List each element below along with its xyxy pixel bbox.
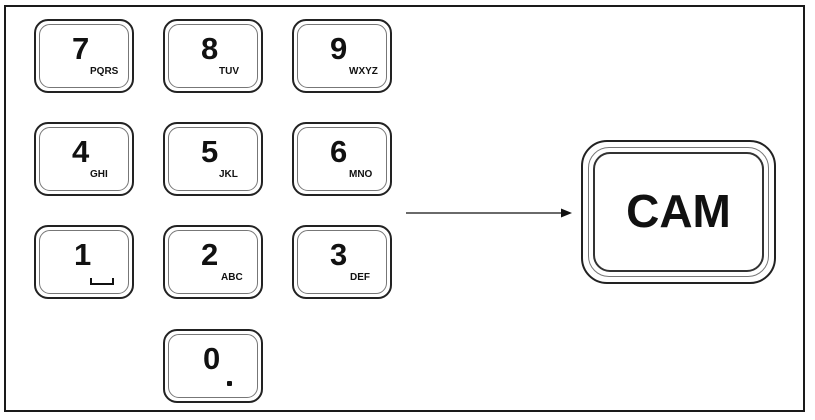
- cam-button-label: CAM: [626, 185, 731, 237]
- key-9-digit: 9: [330, 31, 348, 66]
- key-7-digit: 7: [72, 31, 90, 66]
- key-4[interactable]: 4 GHI: [34, 122, 134, 196]
- key-4-letters: GHI: [90, 169, 108, 180]
- key-7[interactable]: 7 PQRS: [34, 19, 134, 93]
- key-4-digit: 4: [72, 134, 90, 169]
- key-8[interactable]: 8 TUV: [163, 19, 263, 93]
- key-8-digit: 8: [201, 31, 219, 66]
- key-7-letters: PQRS: [90, 66, 119, 77]
- key-5-digit: 5: [201, 134, 219, 169]
- key-9[interactable]: 9 WXYZ: [292, 19, 392, 93]
- key-2-letters: ABC: [221, 272, 243, 283]
- key-5[interactable]: 5 JKL: [163, 122, 263, 196]
- key-1-digit: 1: [74, 237, 92, 272]
- key-1[interactable]: 1: [34, 225, 134, 299]
- dot-icon: [227, 381, 232, 386]
- key-2[interactable]: 2 ABC: [163, 225, 263, 299]
- key-6-digit: 6: [330, 134, 348, 169]
- key-3-letters: DEF: [350, 272, 370, 283]
- cam-button[interactable]: CAM: [581, 140, 776, 284]
- key-0[interactable]: 0: [163, 329, 263, 403]
- key-8-letters: TUV: [219, 66, 239, 77]
- key-3[interactable]: 3 DEF: [292, 225, 392, 299]
- key-5-letters: JKL: [219, 169, 238, 180]
- key-6[interactable]: 6 MNO: [292, 122, 392, 196]
- space-icon: [90, 278, 114, 285]
- diagram-frame: [4, 5, 805, 412]
- key-0-digit: 0: [203, 341, 221, 376]
- key-2-digit: 2: [201, 237, 219, 272]
- key-9-letters: WXYZ: [349, 66, 378, 77]
- key-3-digit: 3: [330, 237, 348, 272]
- key-6-letters: MNO: [349, 169, 373, 180]
